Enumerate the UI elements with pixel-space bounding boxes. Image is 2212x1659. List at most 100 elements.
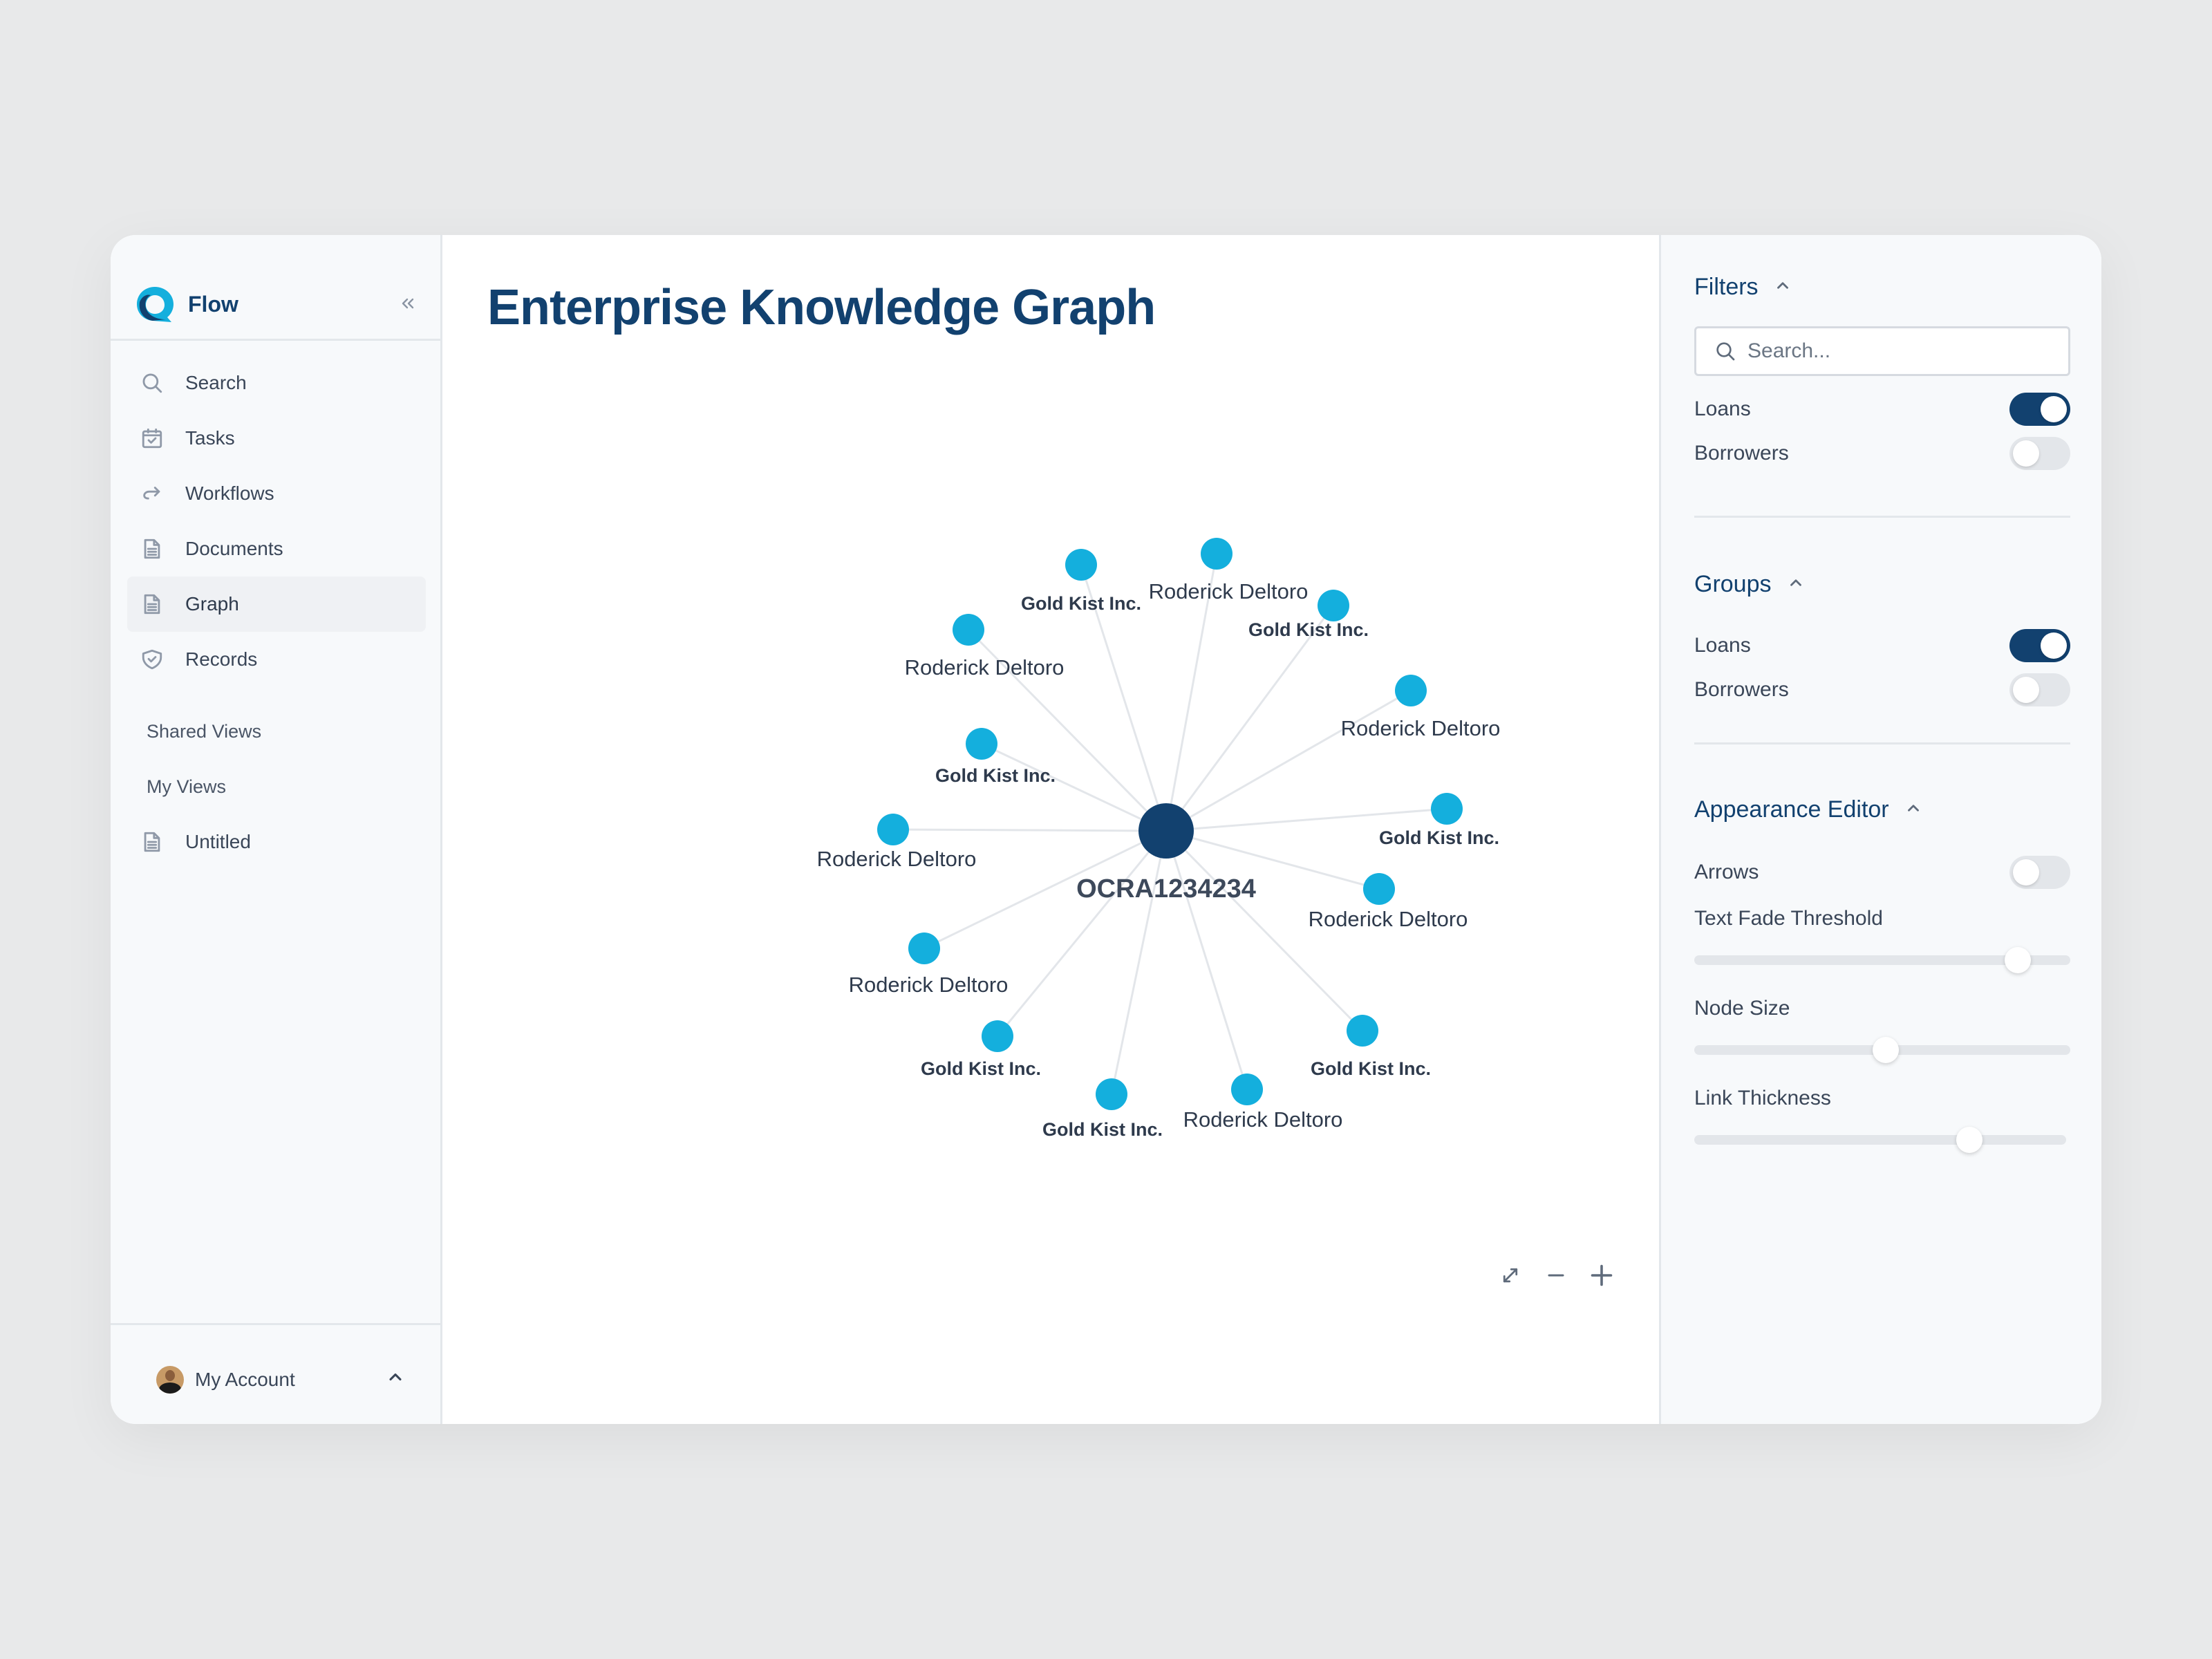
- graph-edge: [996, 830, 1168, 1037]
- graph-edge: [1165, 807, 1447, 832]
- node-size-slider[interactable]: [1694, 1035, 2070, 1063]
- graph-node-label: Gold Kist Inc.: [921, 1058, 1041, 1079]
- app-window: Flow Search Tasks Wor: [111, 235, 2101, 1424]
- sidebar-item-workflows[interactable]: Workflows: [127, 466, 426, 521]
- panel-divider: [1694, 742, 2070, 744]
- sidebar-item-untitled[interactable]: Untitled: [127, 814, 426, 870]
- graph-edge: [1165, 605, 1335, 832]
- graph-node-label: Gold Kist Inc.: [1379, 827, 1499, 848]
- sidebar-section-my-views[interactable]: My Views: [147, 776, 227, 797]
- graph-node[interactable]: [1096, 1078, 1127, 1110]
- group-borrowers-toggle[interactable]: [2009, 673, 2070, 706]
- my-account-button[interactable]: My Account: [156, 1359, 405, 1400]
- graph-node[interactable]: [982, 1020, 1013, 1052]
- graph-node-label: Roderick Deltoro: [1341, 716, 1501, 740]
- graph-node[interactable]: [908, 932, 940, 964]
- graph-node[interactable]: [1065, 549, 1097, 581]
- graph-edge: [1080, 564, 1168, 832]
- appearance-section: Appearance Editor Arrows Text Fade Thres…: [1694, 792, 2070, 1153]
- filter-borrowers-toggle[interactable]: [2009, 437, 2070, 470]
- graph-node-label: Roderick Deltoro: [905, 655, 1065, 679]
- groups-section: Groups Loans Borrowers: [1694, 567, 2070, 712]
- sidebar-item-tasks[interactable]: Tasks: [127, 411, 426, 466]
- sidebar-item-records[interactable]: Records: [127, 632, 426, 687]
- graph-edge: [1165, 830, 1248, 1090]
- graph-node-label: Gold Kist Inc.: [1248, 619, 1369, 640]
- account-label: My Account: [195, 1369, 295, 1390]
- appearance-title: Appearance Editor: [1694, 796, 1889, 823]
- arrows-toggle[interactable]: [2009, 856, 2070, 889]
- filters-title: Filters: [1694, 273, 1759, 300]
- graph-node[interactable]: [1347, 1015, 1378, 1047]
- collapse-sidebar-button[interactable]: [394, 290, 422, 318]
- graph-node[interactable]: [1431, 793, 1463, 825]
- chevron-up-icon: [1787, 571, 1805, 598]
- sidebar: Flow Search Tasks Wor: [111, 235, 442, 1424]
- app-name: Flow: [188, 291, 238, 317]
- graph-edge: [1165, 830, 1380, 890]
- zoom-in-button[interactable]: [1584, 1258, 1619, 1293]
- filter-loans-row: Loans: [1694, 387, 2070, 431]
- fit-screen-button[interactable]: [1493, 1258, 1528, 1293]
- filter-loans-toggle[interactable]: [2009, 393, 2070, 426]
- arrows-label: Arrows: [1694, 861, 1759, 883]
- graph-node[interactable]: [966, 728, 997, 760]
- expand-arrows-icon: [1503, 1268, 1518, 1283]
- sidebar-item-label: Search: [185, 372, 247, 393]
- graph-node-label: Roderick Deltoro: [1149, 579, 1309, 603]
- graph-node-label: Roderick Deltoro: [817, 847, 977, 871]
- text-fade-label: Text Fade Threshold: [1694, 907, 1883, 930]
- graph-node[interactable]: [1318, 590, 1349, 621]
- sidebar-item-label: Documents: [185, 538, 283, 559]
- graph-node[interactable]: [877, 814, 909, 845]
- arrows-row: Arrows: [1694, 850, 2070, 894]
- graph-node-label: Gold Kist Inc.: [1311, 1058, 1431, 1079]
- document-icon: [138, 828, 166, 856]
- redirect-arrow-icon: [138, 480, 166, 507]
- graph-node[interactable]: [1363, 873, 1395, 905]
- graph-node[interactable]: [1231, 1074, 1263, 1105]
- document-icon: [138, 590, 166, 618]
- graph-edge: [1110, 830, 1168, 1095]
- appearance-header[interactable]: Appearance Editor: [1694, 792, 2070, 827]
- document-icon: [138, 535, 166, 563]
- graph-center-label: OCRA1234234: [1076, 874, 1256, 903]
- graph-node[interactable]: [1201, 538, 1232, 570]
- link-thickness-label: Link Thickness: [1694, 1087, 1831, 1109]
- graph-center-node[interactable]: [1138, 803, 1194, 859]
- filter-search-input[interactable]: [1747, 339, 2052, 363]
- graph-edge: [967, 628, 1168, 832]
- sidebar-item-documents[interactable]: Documents: [127, 521, 426, 577]
- filter-search-field[interactable]: [1694, 326, 2070, 376]
- settings-panel: Filters Loans Borrowers Groups: [1659, 235, 2101, 1424]
- graph-edge: [924, 830, 1167, 950]
- graph-edge: [1165, 553, 1218, 832]
- sidebar-section-shared-views[interactable]: Shared Views: [147, 720, 262, 742]
- link-thickness-slider[interactable]: [1694, 1125, 2066, 1153]
- groups-header[interactable]: Groups: [1694, 567, 2070, 601]
- graph-node[interactable]: [953, 614, 984, 646]
- search-icon: [1716, 342, 1735, 361]
- text-fade-slider[interactable]: [1694, 946, 2070, 973]
- graph-node[interactable]: [1395, 675, 1427, 706]
- sidebar-item-label: Workflows: [185, 482, 274, 504]
- group-borrowers-label: Borrowers: [1694, 678, 1789, 701]
- zoom-out-button[interactable]: [1539, 1258, 1573, 1293]
- sidebar-item-graph[interactable]: Graph: [127, 577, 426, 632]
- sidebar-divider: [111, 339, 440, 341]
- chevron-up-icon: [1904, 796, 1922, 823]
- graph-node-label: Roderick Deltoro: [1309, 907, 1468, 931]
- panel-divider: [1694, 516, 2070, 518]
- sidebar-item-label: Tasks: [185, 427, 235, 449]
- graph-node-label: Roderick Deltoro: [849, 973, 1009, 997]
- minus-icon: [1548, 1274, 1564, 1277]
- group-loans-toggle[interactable]: [2009, 629, 2070, 662]
- sidebar-item-search[interactable]: Search: [127, 355, 426, 411]
- brand[interactable]: Flow: [135, 283, 238, 325]
- sidebar-item-label: Records: [185, 648, 258, 670]
- sidebar-item-label: Untitled: [185, 831, 251, 852]
- search-icon: [138, 369, 166, 397]
- graph-edge: [981, 742, 1167, 832]
- filters-header[interactable]: Filters: [1694, 270, 2070, 304]
